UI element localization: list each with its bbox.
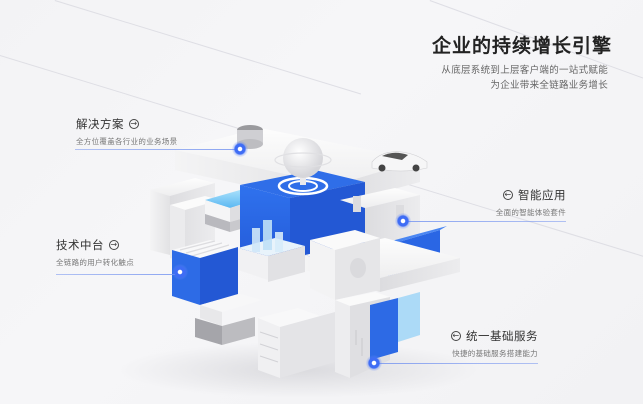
page-title: 企业的持续增长引擎	[431, 35, 612, 57]
callout-title: 智能应用	[518, 188, 566, 202]
connector-line-tech-platform	[56, 274, 180, 275]
connector-line-smart-apps	[403, 221, 566, 222]
callout-description: 全方位覆盖各行业的业务场景	[76, 137, 178, 146]
circle-arrow-left-icon[interactable]: ←	[503, 190, 513, 200]
callout-title: 技术中台	[56, 238, 104, 252]
callout-smart-apps[interactable]: ← 智能应用 全面的智能体验套件	[496, 187, 566, 218]
hotspot-dot-tech-platform[interactable]	[172, 264, 188, 280]
callout-description: 全链路的用户转化触点	[56, 258, 134, 267]
subtitle-line-1: 从底层系统到上层客户端的一站式赋能	[441, 65, 608, 76]
callout-title: 解决方案	[76, 117, 124, 131]
circle-arrow-left-icon[interactable]: ←	[451, 331, 461, 341]
hotspot-dot-solutions[interactable]	[232, 141, 248, 157]
subtitle-line-2: 为企业带来全链路业务增长	[490, 80, 608, 91]
circle-arrow-right-icon[interactable]: →	[129, 119, 139, 129]
connector-line-solutions	[75, 149, 240, 150]
circle-arrow-right-icon[interactable]: →	[109, 240, 119, 250]
hotspot-dot-smart-apps[interactable]	[395, 213, 411, 229]
callout-solutions[interactable]: 解决方案 → 全方位覆盖各行业的业务场景	[76, 116, 177, 147]
callout-title: 统一基础服务	[466, 329, 538, 343]
connector-line-infra-services	[374, 363, 538, 364]
callout-tech-platform[interactable]: 技术中台 → 全链路的用户转化触点	[56, 237, 134, 268]
hotspot-dot-infra-services[interactable]	[366, 355, 382, 371]
callout-description: 全面的智能体验套件	[495, 208, 566, 217]
callout-infra-services[interactable]: ← 统一基础服务 快捷的基础服务搭建能力	[451, 328, 538, 359]
callout-description: 快捷的基础服务搭建能力	[452, 349, 538, 358]
